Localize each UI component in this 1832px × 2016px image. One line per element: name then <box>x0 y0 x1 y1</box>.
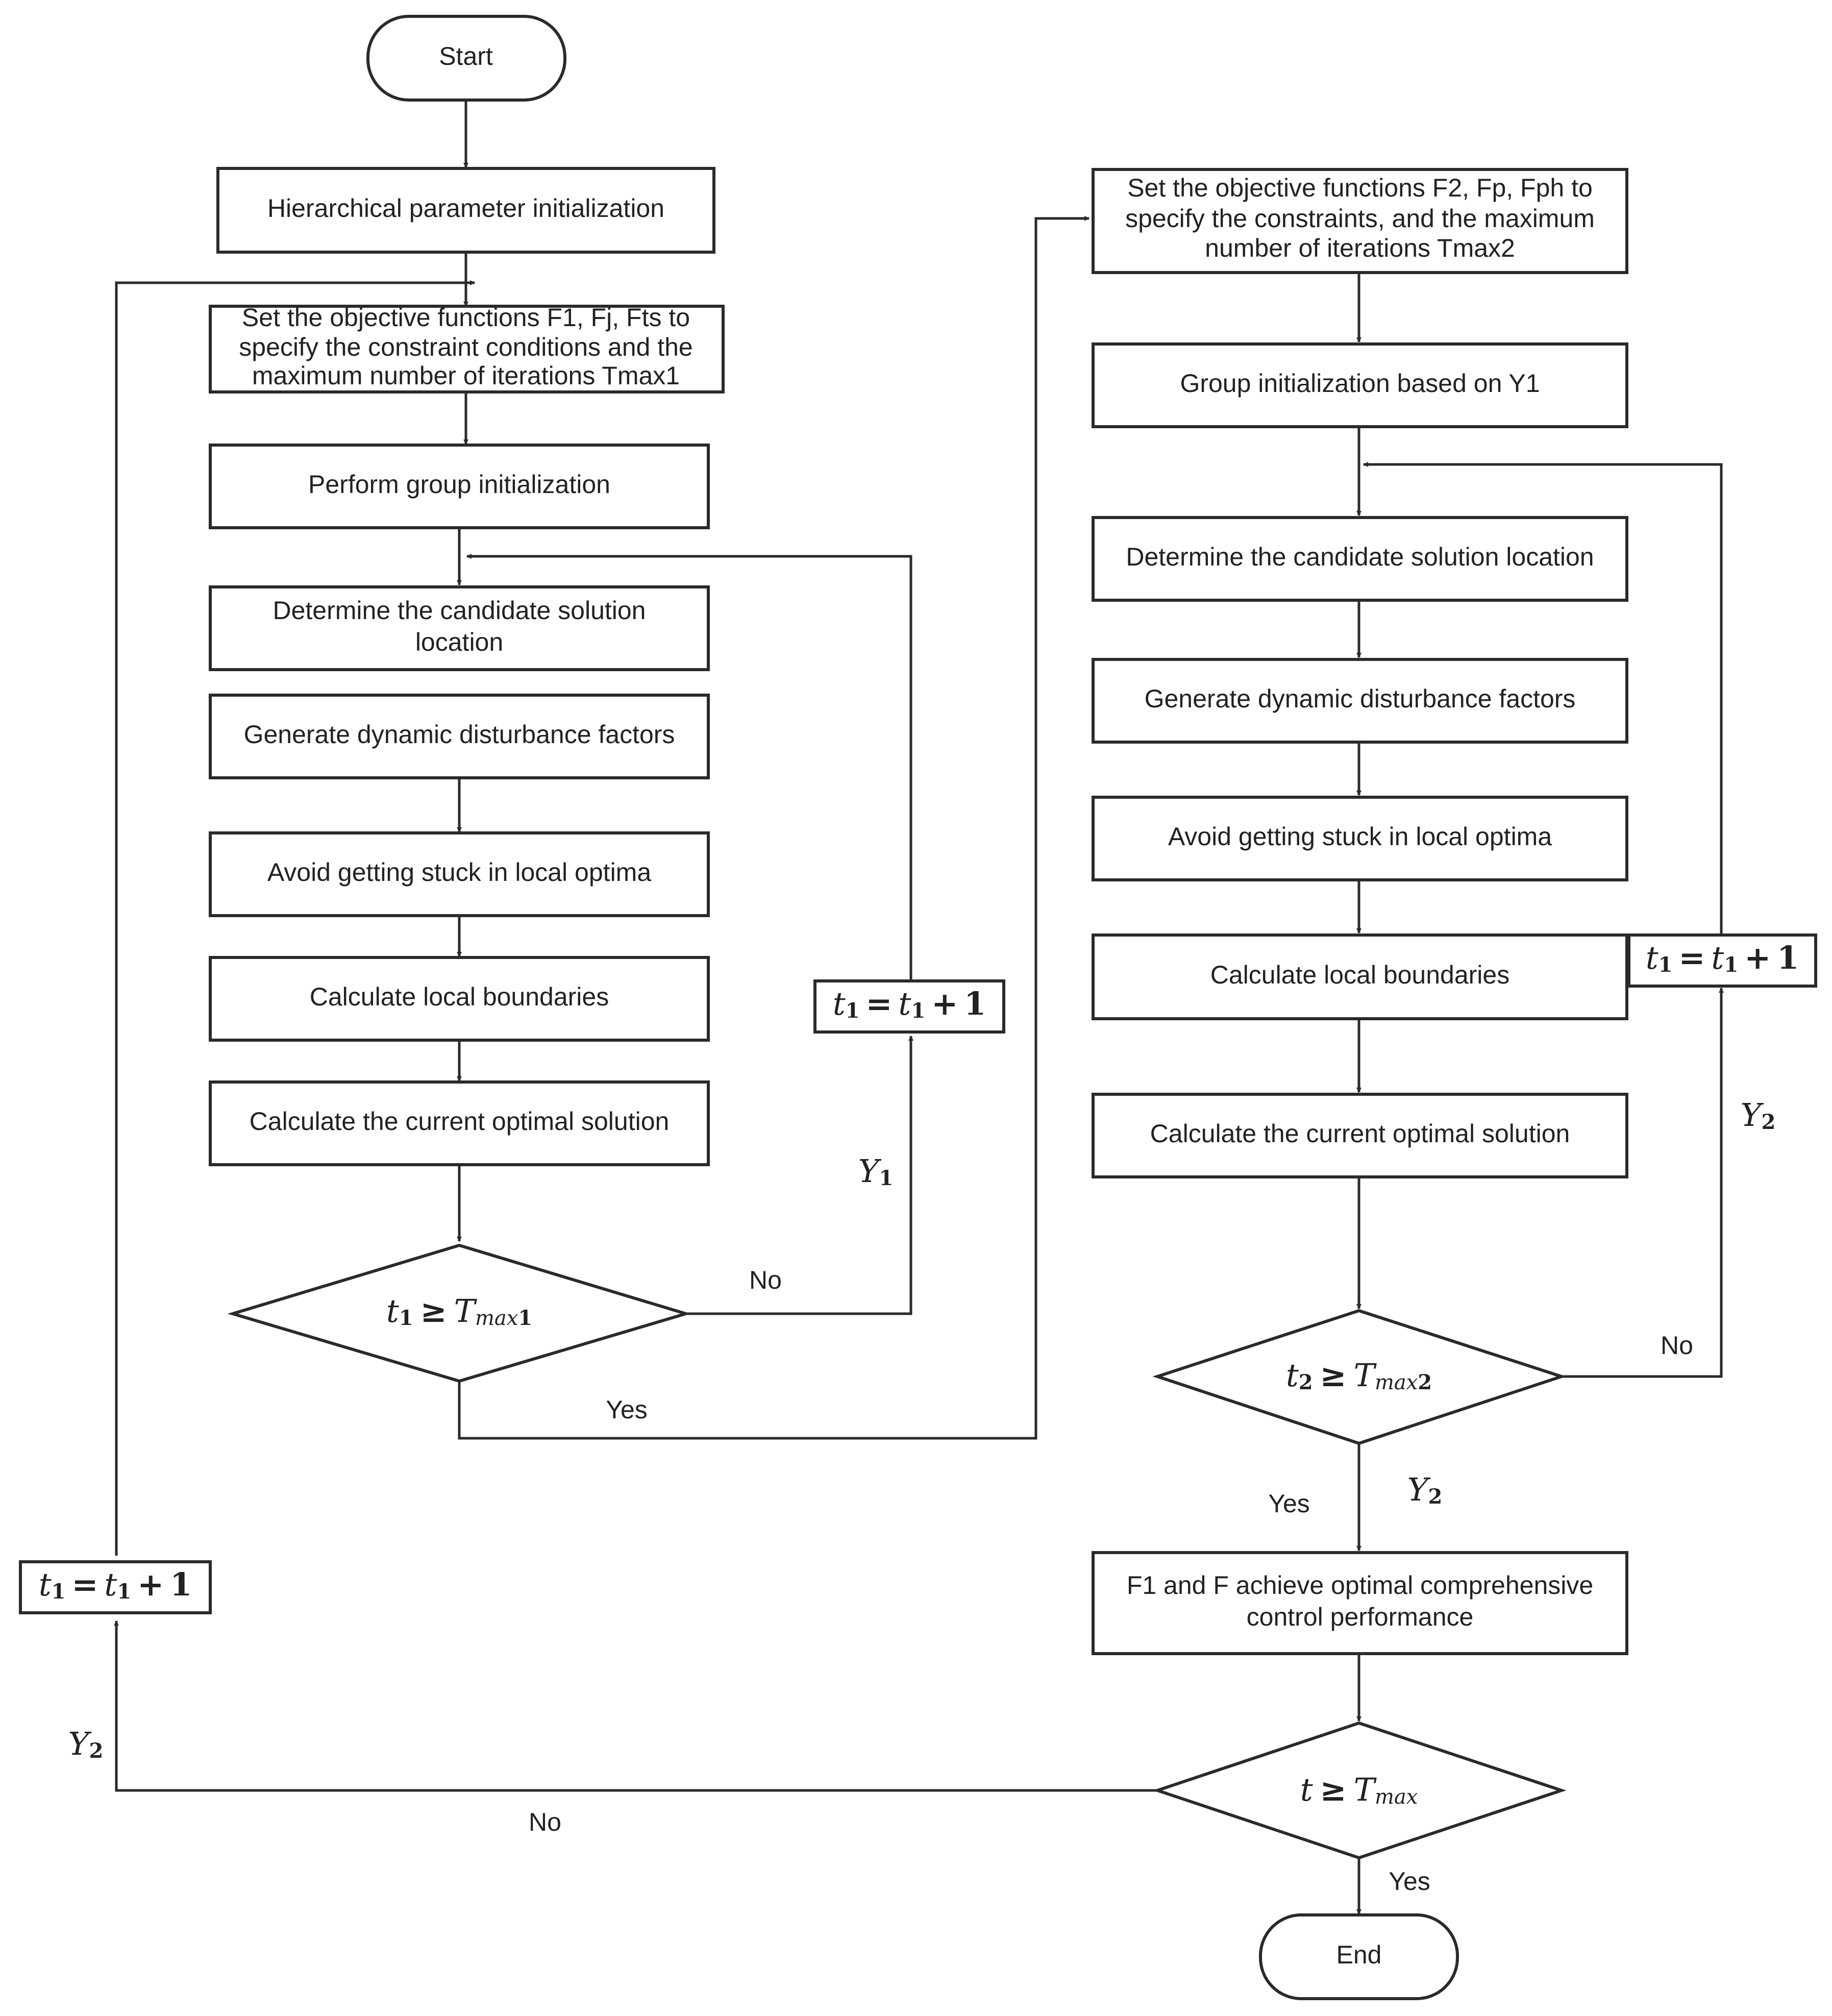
disturbance-box: Generate dynamic disturbance factors <box>209 694 710 779</box>
disturbance2-label: Generate dynamic disturbance factors <box>1145 684 1576 713</box>
objective2-line-1: Set the objective functions F2, Fp, Fph … <box>1127 174 1593 202</box>
start-label: Start <box>439 42 493 70</box>
decision2-diamond: t2≥Tmax2 <box>1152 1309 1567 1445</box>
loop2-y2-label: Y2 <box>1741 1096 1776 1134</box>
connectors <box>114 100 1724 1914</box>
avoid-box: Avoid getting stuck in local optima <box>209 831 710 917</box>
disturbance2-box: Generate dynamic disturbance factors <box>1092 658 1628 744</box>
objective2-box: Set the objective functions F2, Fp, Fph … <box>1092 168 1628 274</box>
achieve-box: F1 and F achieve optimal comprehensive c… <box>1092 1551 1628 1655</box>
boundaries2-label: Calculate local boundaries <box>1210 961 1509 989</box>
decision2-yes-label: Yes <box>1268 1489 1310 1518</box>
start-terminal: Start <box>366 15 566 102</box>
final-yes-label: Yes <box>1389 1867 1430 1896</box>
decision2-y2-label: Y2 <box>1407 1471 1443 1509</box>
candidate-line-1: Determine the candidate solution <box>273 596 646 625</box>
loop2-increment-expression: t1=t1+1 <box>1646 939 1799 977</box>
loop1-y1-label: Y1 <box>858 1152 894 1190</box>
outer-no-label: No <box>529 1808 561 1836</box>
candidate2-box: Determine the candidate solution locatio… <box>1092 516 1628 602</box>
yes1-path <box>458 216 1090 1440</box>
avoid-label: Avoid getting stuck in local optima <box>267 858 651 887</box>
objective2-line-2: specify the constraints, and the maximum <box>1125 204 1595 233</box>
param-init-box: Hierarchical parameter initialization <box>216 167 715 254</box>
objective1-box: Set the objective functions F1, Fj, Fts … <box>209 303 725 394</box>
loop1-increment-expression: t1=t1+1 <box>833 985 986 1023</box>
optimal2-label: Calculate the current optimal solution <box>1150 1119 1570 1148</box>
disturbance-label: Generate dynamic disturbance factors <box>244 720 675 749</box>
candidate-line-2: location <box>415 628 503 656</box>
loop1-increment-box: t1=t1+1 <box>813 979 1005 1034</box>
boundaries2-box: Calculate local boundaries <box>1092 933 1628 1020</box>
group-init2-box: Group initialization based on Y1 <box>1092 342 1628 428</box>
objective2-line-3: number of iterations Tmax2 <box>1205 234 1515 262</box>
decision2-no-label: No <box>1661 1331 1693 1360</box>
optimal2-box: Calculate the current optimal solution <box>1092 1093 1628 1178</box>
achieve-line-1: F1 and F achieve optimal comprehensive <box>1127 1571 1593 1600</box>
param-init-label: Hierarchical parameter initialization <box>267 194 664 223</box>
avoid2-box: Avoid getting stuck in local optima <box>1092 796 1628 881</box>
objective1-line-2: specify the constraint conditions and th… <box>239 333 692 361</box>
boundaries-label: Calculate local boundaries <box>310 982 609 1011</box>
group-init2-label: Group initialization based on Y1 <box>1180 369 1540 398</box>
boundaries-box: Calculate local boundaries <box>209 956 710 1042</box>
decision1-diamond: t1≥Tmax1 <box>227 1243 691 1383</box>
final-decision-condition: t≥Tmax <box>1300 1771 1418 1809</box>
candidate2-label: Determine the candidate solution locatio… <box>1126 543 1594 571</box>
loop2-no-path <box>1562 988 1724 1378</box>
outer-return-path <box>115 280 475 1556</box>
loop2-return-path <box>1363 462 1723 935</box>
outer-y2-label: Y2 <box>68 1725 104 1763</box>
achieve-line-2: control performance <box>1247 1603 1474 1631</box>
outer-increment-box: t1=t1+1 <box>19 1560 212 1614</box>
end-label: End <box>1336 1940 1382 1969</box>
loop1-no-path <box>686 1036 913 1315</box>
optimal-box: Calculate the current optimal solution <box>209 1080 710 1166</box>
objective1-line-3: maximum number of iterations Tmax1 <box>252 361 680 390</box>
loop1-return-path <box>466 554 912 992</box>
decision1-no-label: No <box>749 1266 782 1294</box>
group-init-box: Perform group initialization <box>209 444 710 529</box>
final-decision-diamond: t≥Tmax <box>1152 1721 1567 1860</box>
outer-increment-expression: t1=t1+1 <box>39 1566 192 1604</box>
candidate-box: Determine the candidate solution locatio… <box>209 585 710 671</box>
group-init-label: Perform group initialization <box>308 470 610 499</box>
decision1-yes-label: Yes <box>606 1395 648 1424</box>
decision2-condition: t2≥Tmax2 <box>1286 1357 1432 1394</box>
loop2-increment-box: t1=t1+1 <box>1627 933 1817 988</box>
optimal-label: Calculate the current optimal solution <box>250 1107 670 1136</box>
outer-no-path <box>114 1620 1156 1792</box>
decision1-condition: t1≥Tmax1 <box>386 1292 532 1330</box>
objective1-line-1: Set the objective functions F1, Fj, Fts … <box>242 303 690 332</box>
avoid2-label: Avoid getting stuck in local optima <box>1168 822 1552 851</box>
end-terminal: End <box>1259 1913 1459 2000</box>
